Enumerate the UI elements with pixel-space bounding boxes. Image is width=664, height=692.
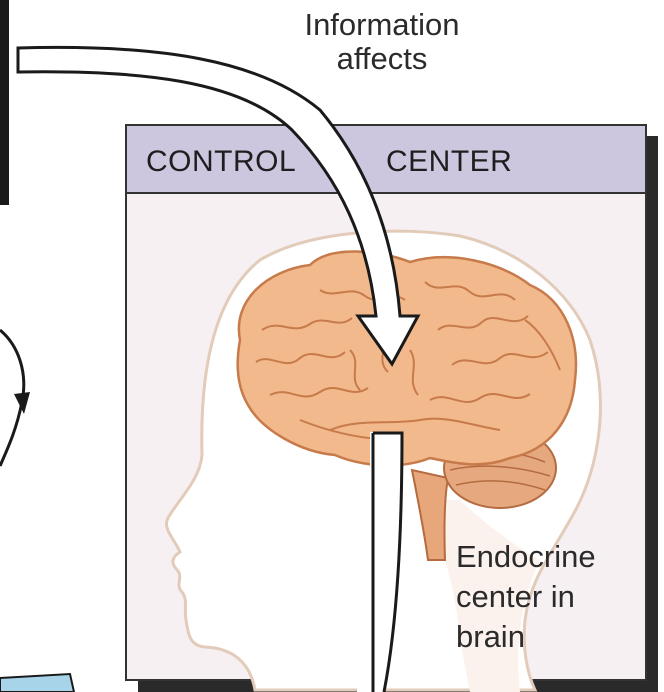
left-partial-box-edge	[0, 0, 9, 205]
information-label-line1: Information	[262, 8, 502, 42]
endocrine-label-line2: center in	[456, 577, 656, 617]
endocrine-center-label: Endocrine center in brain	[456, 537, 656, 657]
information-affects-label: Information affects	[262, 8, 502, 76]
control-title-left: CONTROL	[146, 145, 296, 179]
endocrine-label-line3: brain	[456, 617, 656, 657]
bottom-left-partial-tab	[0, 674, 74, 692]
endocrine-label-line1: Endocrine	[456, 537, 656, 577]
control-title-right: CENTER	[386, 145, 512, 179]
left-cycle-arrowhead	[14, 392, 30, 414]
cerebrum	[238, 251, 576, 465]
information-label-line2: affects	[262, 42, 502, 76]
